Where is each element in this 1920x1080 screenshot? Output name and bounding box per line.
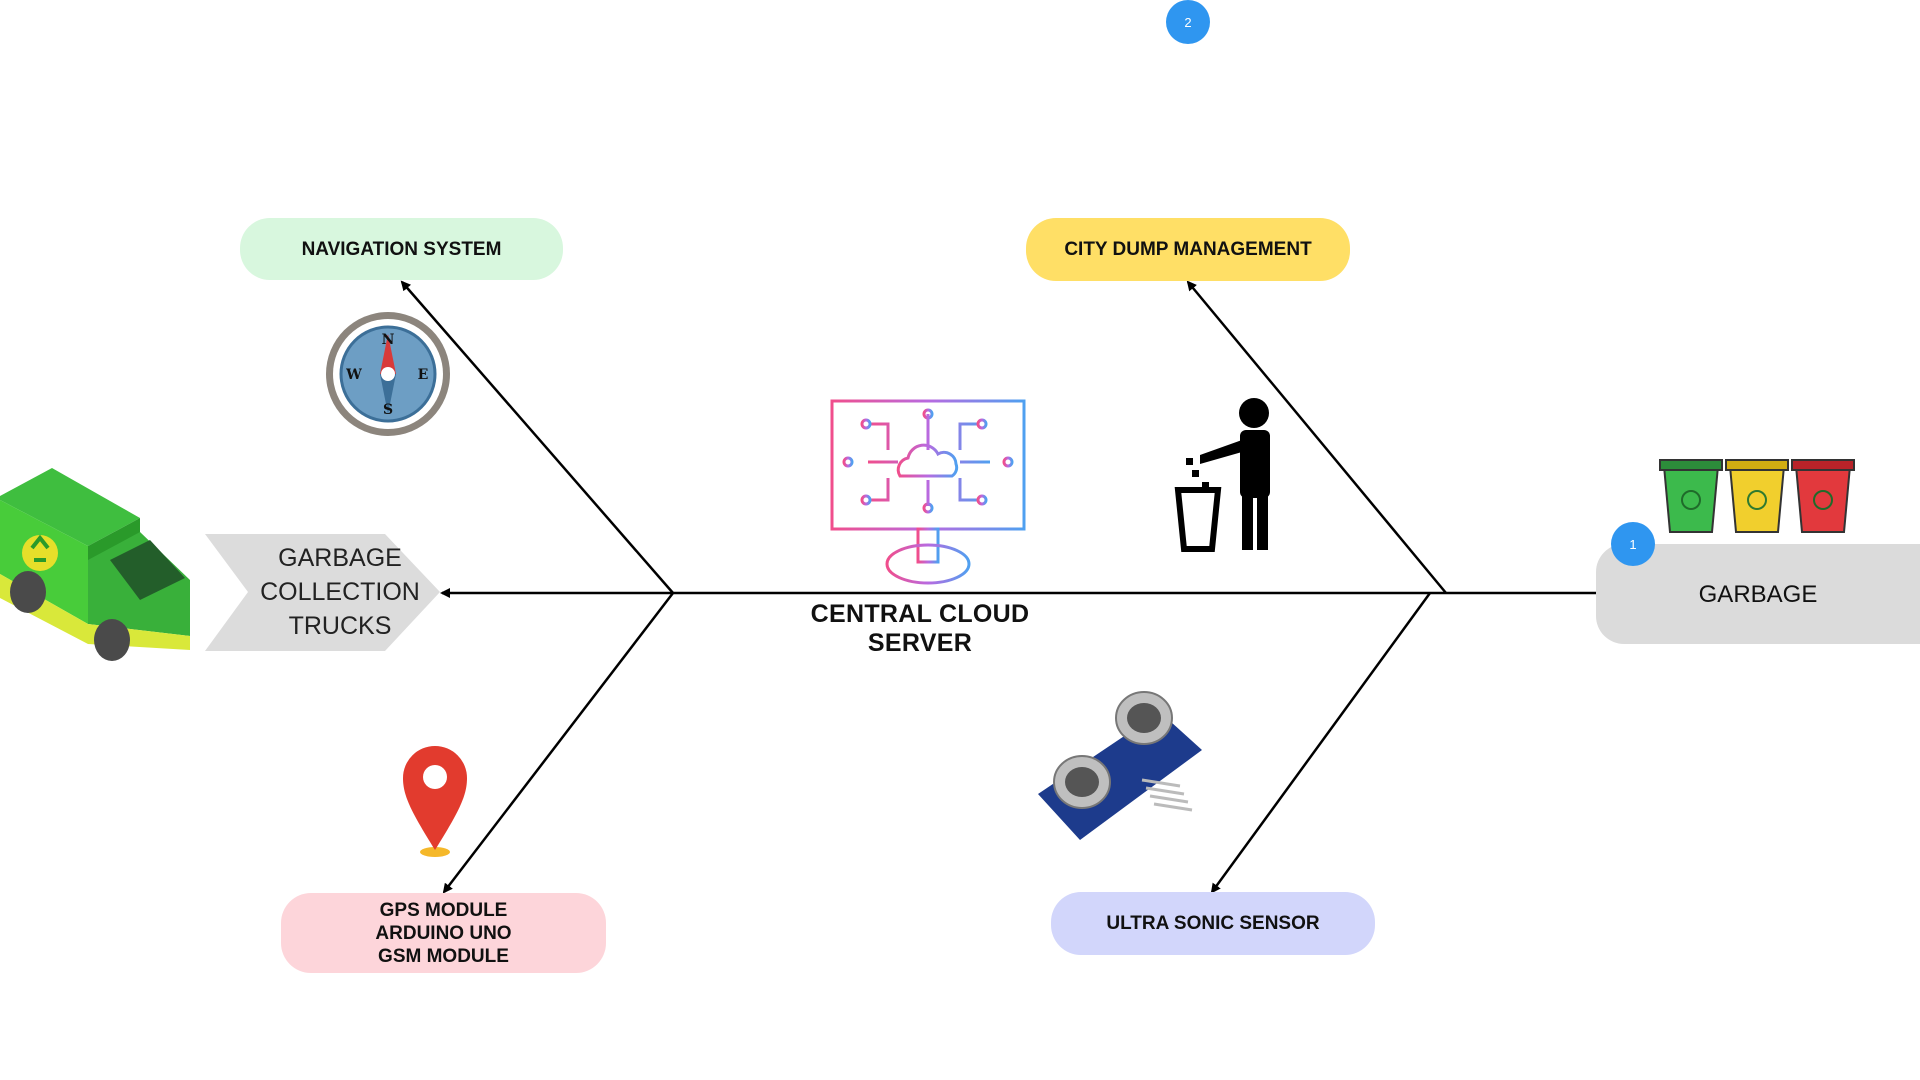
trucks-chevron — [205, 534, 440, 651]
branch-navigation — [400, 280, 674, 594]
svg-text:E: E — [418, 367, 429, 383]
recycle-bins-icon — [1659, 459, 1855, 533]
gps-module-box: GPS MODULE ARDUINO UNO GSM MODULE — [281, 893, 606, 973]
gsm-module-line: GSM MODULE — [378, 945, 509, 967]
branch-gps — [442, 592, 674, 894]
step-badge-1: 1 — [1611, 522, 1655, 566]
svg-text:N: N — [382, 332, 395, 348]
garbage-head-box: GARBAGE — [1596, 544, 1920, 644]
branch-ultrasonic — [1210, 592, 1432, 894]
trucks-line-2: COLLECTION — [260, 578, 420, 606]
city-dump-management-box: CITY DUMP MANAGEMENT — [1026, 218, 1350, 281]
branch-city-dump — [1186, 280, 1447, 594]
map-pin-icon — [403, 746, 467, 857]
step-badge-2: 2 — [1166, 0, 1210, 44]
svg-text:W: W — [345, 367, 362, 383]
ultrasonic-sensor-box: ULTRA SONIC SENSOR — [1051, 892, 1375, 955]
ultrasonic-sensor-icon — [1038, 691, 1202, 840]
svg-text:S: S — [383, 402, 393, 418]
arduino-uno-line: ARDUINO UNO — [375, 922, 512, 944]
garbage-collection-trucks-label: GARBAGE COLLECTION TRUCKS — [205, 532, 475, 652]
navigation-system-box: NAVIGATION SYSTEM — [240, 218, 563, 280]
gps-module-line: GPS MODULE — [379, 899, 508, 921]
ultrasonic-sensor-label: ULTRA SONIC SENSOR — [1106, 913, 1320, 934]
recycling-truck-icon — [0, 468, 190, 661]
city-dump-management-label: CITY DUMP MANAGEMENT — [1064, 239, 1312, 260]
garbage-head-label: GARBAGE — [1698, 580, 1818, 608]
compass-icon: N E S W — [326, 312, 450, 436]
person-trash-icon — [1174, 398, 1270, 552]
central-cloud-server-label: CENTRAL CLOUD SERVER — [810, 600, 1030, 657]
trucks-line-1: GARBAGE — [278, 544, 402, 572]
trucks-line-3: TRUCKS — [288, 612, 392, 640]
navigation-system-label: NAVIGATION SYSTEM — [301, 238, 502, 260]
cloud-monitor-icon — [830, 399, 1026, 585]
